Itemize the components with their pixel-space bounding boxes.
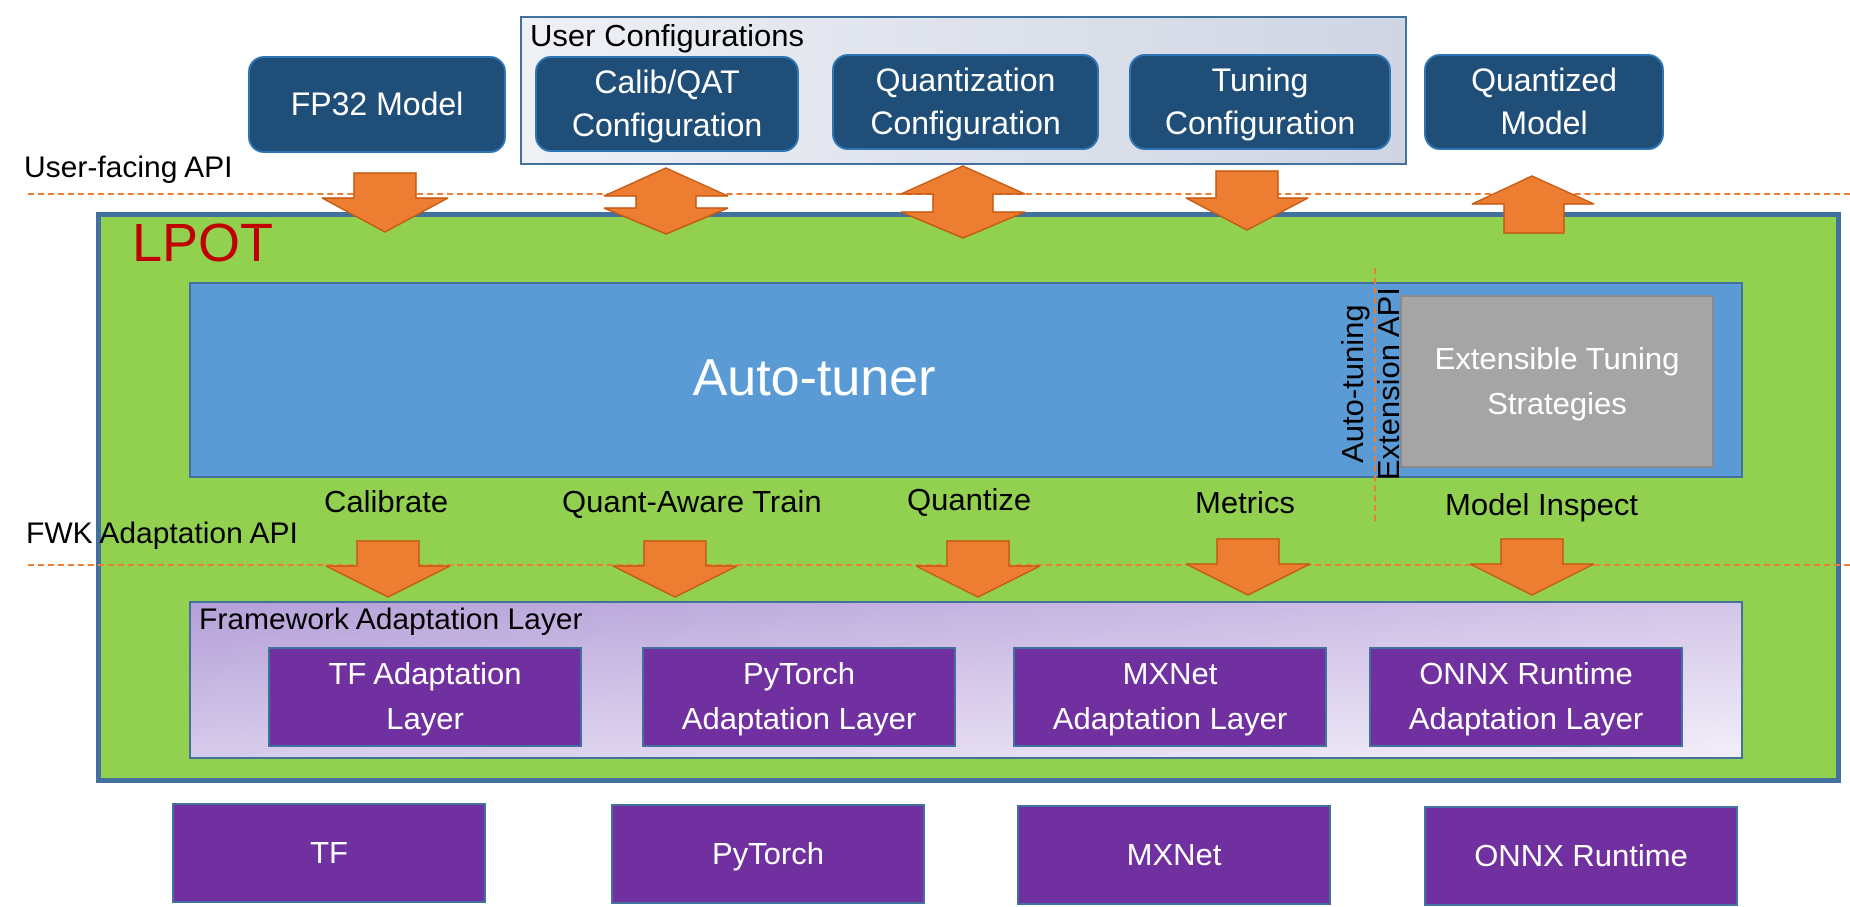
calib-double-arrow (603, 167, 729, 235)
fwk-adaptation-api-label: FWK Adaptation API (26, 517, 298, 550)
tuning-configuration-box[interactable]: Tuning Configuration (1129, 54, 1391, 150)
quant-aware-train-label: Quant-Aware Train (562, 484, 822, 519)
metrics-down-arrow (1185, 538, 1311, 596)
user-facing-api-label: User-facing API (24, 151, 233, 184)
quantized-model-box[interactable]: Quantized Model (1424, 54, 1664, 150)
tf-framework-box[interactable]: TF (172, 803, 486, 903)
calibrate-label: Calibrate (324, 484, 449, 519)
pytorch-framework-box[interactable]: PyTorch (611, 804, 925, 904)
framework-adaptation-layer-title: Framework Adaptation Layer (199, 603, 583, 636)
calibrate-down-arrow (325, 540, 451, 598)
quantized-up-arrow (1471, 175, 1595, 234)
tf-adaptation-layer-box[interactable]: TF Adaptation Layer (268, 647, 582, 747)
model-inspect-down-arrow (1469, 538, 1595, 596)
quantization-configuration-box[interactable]: Quantization Configuration (832, 54, 1099, 150)
metrics-label: Metrics (1195, 485, 1295, 520)
mxnet-framework-box[interactable]: MXNet (1017, 805, 1331, 905)
fp32-down-arrow (321, 172, 449, 233)
extensible-tuning-strategies-box[interactable]: Extensible Tuning Strategies (1400, 295, 1714, 468)
model-inspect-label: Model Inspect (1445, 487, 1638, 522)
pytorch-adaptation-layer-box[interactable]: PyTorch Adaptation Layer (642, 647, 956, 747)
fp32-model-box[interactable]: FP32 Model (248, 56, 506, 153)
tuning-down-arrow (1185, 170, 1309, 231)
lpot-title: LPOT (132, 213, 274, 273)
calib-qat-configuration-box[interactable]: Calib/QAT Configuration (535, 56, 799, 152)
onnx-runtime-framework-box[interactable]: ONNX Runtime (1424, 806, 1738, 906)
quantize-down-arrow (915, 540, 1041, 598)
fwk-adaptation-api-line (28, 564, 1850, 566)
extension-api-separator (1374, 268, 1376, 521)
auto-tuner-label: Auto-tuner (692, 349, 936, 407)
mxnet-adaptation-layer-box[interactable]: MXNet Adaptation Layer (1013, 647, 1327, 747)
user-configurations-title: User Configurations (530, 18, 804, 53)
quant-aware-train-down-arrow (612, 540, 738, 598)
quantize-label: Quantize (907, 482, 1032, 517)
onnx-runtime-adaptation-layer-box[interactable]: ONNX Runtime Adaptation Layer (1369, 647, 1683, 747)
quantization-double-arrow (900, 165, 1026, 239)
